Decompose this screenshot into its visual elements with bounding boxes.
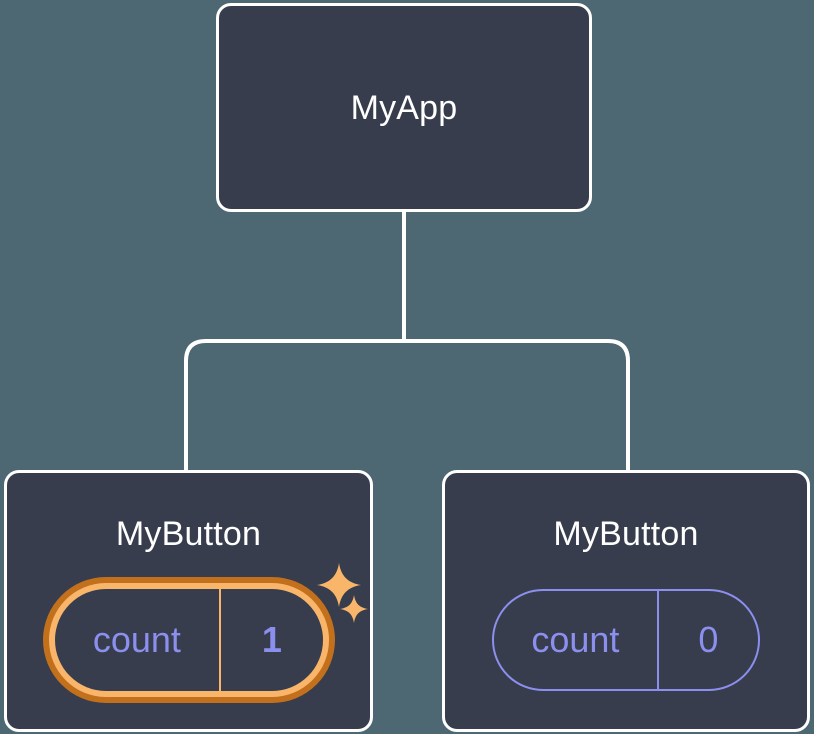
component-node-mybutton-1[interactable]: MyButton count 1 (4, 470, 373, 732)
state-value-label: 1 (261, 619, 282, 660)
state-pill-wrapper: count 1 (42, 577, 335, 703)
state-pill-divider (219, 589, 222, 691)
component-node-title: MyApp (350, 88, 458, 127)
state-pill-count-1[interactable]: count 1 (54, 589, 323, 691)
state-pill-divider (656, 591, 659, 689)
connector-children-bracket (184, 339, 630, 476)
component-node-title: MyButton (553, 515, 699, 553)
state-pill-wrapper: count 0 (492, 589, 760, 691)
component-node-mybutton-2[interactable]: MyButton count 0 (442, 470, 810, 732)
state-name-label: count (92, 619, 181, 660)
state-highlight-inner-ring: count 1 (48, 583, 329, 697)
state-pill-count-0[interactable]: count 0 (492, 589, 760, 691)
state-value-label: 0 (698, 619, 719, 660)
component-node-title: MyButton (115, 515, 262, 553)
state-highlight-outer-ring: count 1 (42, 577, 335, 703)
state-name-label: count (531, 619, 620, 660)
component-node-myapp[interactable]: MyApp (216, 3, 592, 212)
